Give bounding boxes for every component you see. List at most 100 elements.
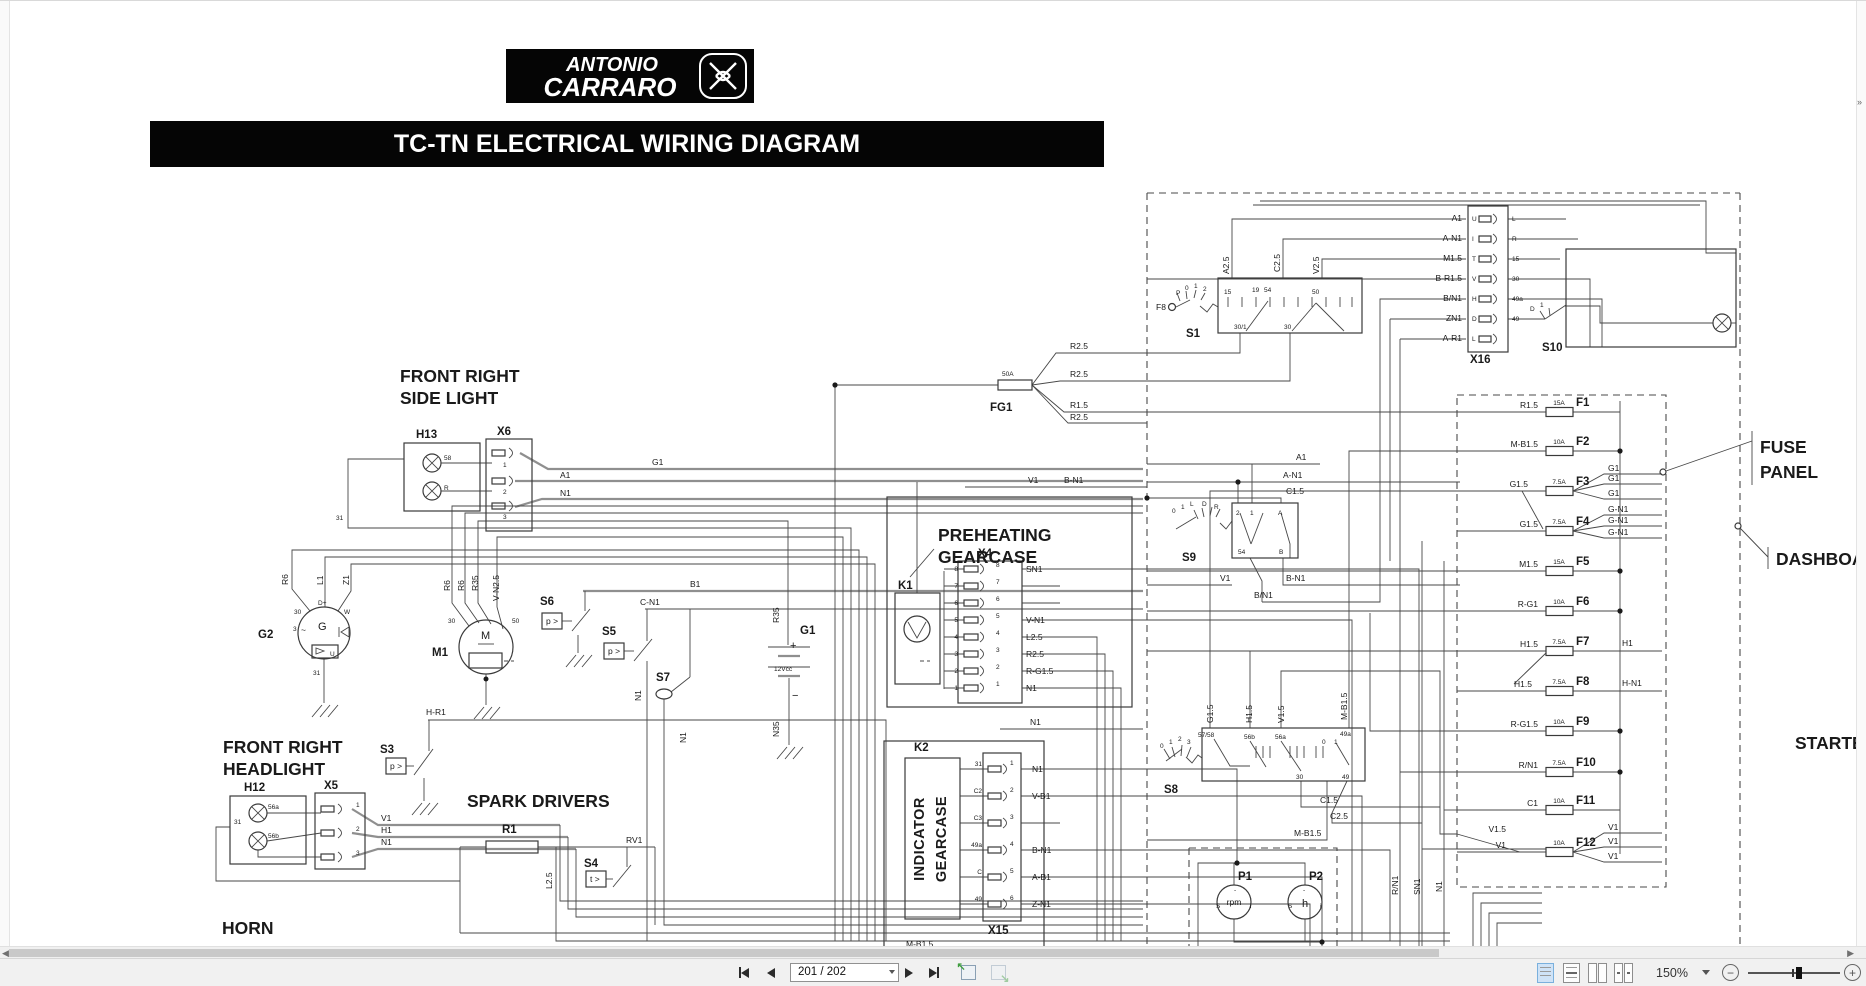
comp-M1: M1 — [432, 647, 449, 659]
s10-D: D — [1530, 306, 1535, 313]
s8-30: 30 — [1296, 774, 1304, 781]
x4-pin-1: 7 — [996, 579, 1000, 586]
fuse-F7-out-label: H1 — [1622, 638, 1633, 648]
next-view-button[interactable]: ↘ — [988, 963, 1010, 985]
fuse-F12-out-2 — [1572, 851, 1662, 863]
title-bar: TC-TN ELECTRICAL WIRING DIAGRAM — [150, 121, 1104, 167]
pin-contact — [491, 502, 506, 510]
x15-arc-5 — [1002, 898, 1007, 910]
wire-path-30 — [663, 699, 1143, 926]
fuse-F4-out-label-2: G-N1 — [1608, 527, 1629, 537]
rot-N1-b: N1 — [678, 732, 688, 743]
zoom-out-button[interactable]: − — [1722, 963, 1739, 982]
junction-dot-7 — [1617, 608, 1623, 614]
x4-contact-3 — [963, 616, 979, 624]
page-number-input[interactable]: 201 / 202 — [790, 963, 899, 982]
x16-pin-2: T — [1472, 256, 1476, 263]
scrollbar-thumb[interactable] — [9, 949, 1439, 957]
x6-3: 3 — [503, 514, 507, 521]
x4-num-2: 6 — [954, 600, 958, 607]
s1-19: 19 — [1252, 287, 1260, 294]
wire-path-73 — [1021, 795, 1363, 941]
wire-path-103 — [1249, 557, 1263, 602]
wire-path-4 — [351, 831, 568, 839]
wire-path-104 — [1282, 558, 1460, 586]
p1-minus: - — [1234, 887, 1236, 894]
P2-gauge — [1287, 884, 1323, 920]
dashboard-boundary — [1146, 192, 1741, 947]
x16-left-2: M1.5 — [1443, 253, 1462, 263]
wire-path-50 — [567, 837, 1143, 910]
x16-pin-1: I — [1472, 236, 1474, 243]
s1-0: 0 — [1185, 285, 1189, 292]
warning-lamp — [1712, 313, 1732, 333]
s8-3: 3 — [1187, 739, 1191, 746]
fuse-F12-input-1: V1 — [1496, 840, 1507, 850]
wire-path-154 — [1199, 303, 1219, 313]
zoom-slider-tick — [1792, 969, 1794, 977]
x16-contact-6 — [1478, 335, 1492, 343]
expand-panel-chevron-icon[interactable]: » — [1857, 97, 1863, 107]
x16-contact-0 — [1478, 215, 1492, 223]
fuse-F11-rating: 10A — [1553, 798, 1565, 805]
zoom-dropdown-icon[interactable] — [1700, 963, 1712, 982]
zoom-level-value[interactable]: 150% — [1656, 965, 1688, 980]
h12-31: 31 — [234, 819, 242, 826]
fuse-F8-input-0: H1.5 — [1514, 679, 1532, 689]
horizontal-scrollbar[interactable]: ◀ ▶ — [0, 946, 1866, 959]
s9-L: L — [1190, 501, 1194, 508]
two-page-view-button[interactable] — [1588, 962, 1607, 983]
wire-path-3 — [351, 808, 560, 827]
x16-right-0: L — [1512, 216, 1516, 223]
junction-dot-4 — [832, 382, 838, 388]
s8-1: 1 — [1169, 739, 1173, 746]
wire-path-9 — [347, 458, 852, 941]
zoom-slider[interactable] — [1748, 963, 1840, 982]
s8-49a: 49a — [1340, 731, 1351, 738]
wire-path-119 — [1369, 613, 1457, 732]
rot-G1.5-s8: G1.5 — [1205, 704, 1215, 723]
wire-path-138 — [1186, 746, 1192, 758]
wire-path-156 — [1539, 310, 1546, 320]
wire-path-136 — [1171, 746, 1176, 758]
x15-label-5: Z-N1 — [1032, 899, 1051, 909]
x4-pin-2: 6 — [996, 596, 1000, 603]
wire-path-65 — [1022, 636, 1098, 941]
two-page-scroll-view-button[interactable] — [1614, 962, 1633, 983]
zoom-in-button[interactable]: + — [1844, 963, 1861, 982]
previous-page-button[interactable] — [762, 963, 780, 982]
fuse-panel-boundary — [1456, 394, 1667, 888]
scroll-right-icon[interactable]: ▶ — [1847, 948, 1854, 958]
previous-view-button[interactable]: ↖ — [957, 961, 978, 982]
fuse-F4-out-2 — [1572, 530, 1662, 539]
page-dropdown-icon[interactable] — [889, 970, 895, 974]
K2-box — [904, 757, 961, 920]
s10-1: 1 — [1540, 302, 1544, 309]
comp-S3: S3 — [380, 744, 394, 756]
x16-pin-5: D — [1472, 316, 1477, 323]
first-page-button[interactable] — [733, 963, 755, 982]
single-page-view-button[interactable] — [1536, 962, 1555, 983]
scrolling-view-button[interactable] — [1562, 962, 1581, 983]
next-page-button[interactable] — [900, 963, 918, 982]
s3-p: p > — [390, 761, 402, 771]
x15-kterm-1: C2 — [974, 788, 983, 795]
scroll-left-icon[interactable]: ◀ — [2, 948, 9, 958]
x15-arc-0 — [1002, 763, 1007, 775]
s1-P: P — [1176, 290, 1180, 297]
m1-50: 50 — [512, 618, 520, 625]
wire-path-155 — [1544, 304, 1567, 320]
wire-R2.5-a: R2.5 — [1070, 341, 1088, 351]
fuse-panel-callout — [1665, 431, 1753, 485]
h13-31: 31 — [336, 515, 344, 522]
comp-FG1: FG1 — [990, 402, 1013, 414]
page-title: TC-TN ELECTRICAL WIRING DIAGRAM — [394, 130, 860, 158]
wire-path-128 — [1280, 740, 1302, 772]
sec-preheating-1: PREHEATING — [938, 525, 1051, 545]
zoom-slider-handle[interactable] — [1796, 967, 1802, 979]
fuse-F7-input-0: H1.5 — [1520, 639, 1538, 649]
last-page-button[interactable] — [923, 963, 945, 982]
fuse-F10 — [1545, 766, 1574, 778]
S10-region-box — [1565, 248, 1737, 348]
fuse-F3-out-0 — [1572, 473, 1662, 492]
